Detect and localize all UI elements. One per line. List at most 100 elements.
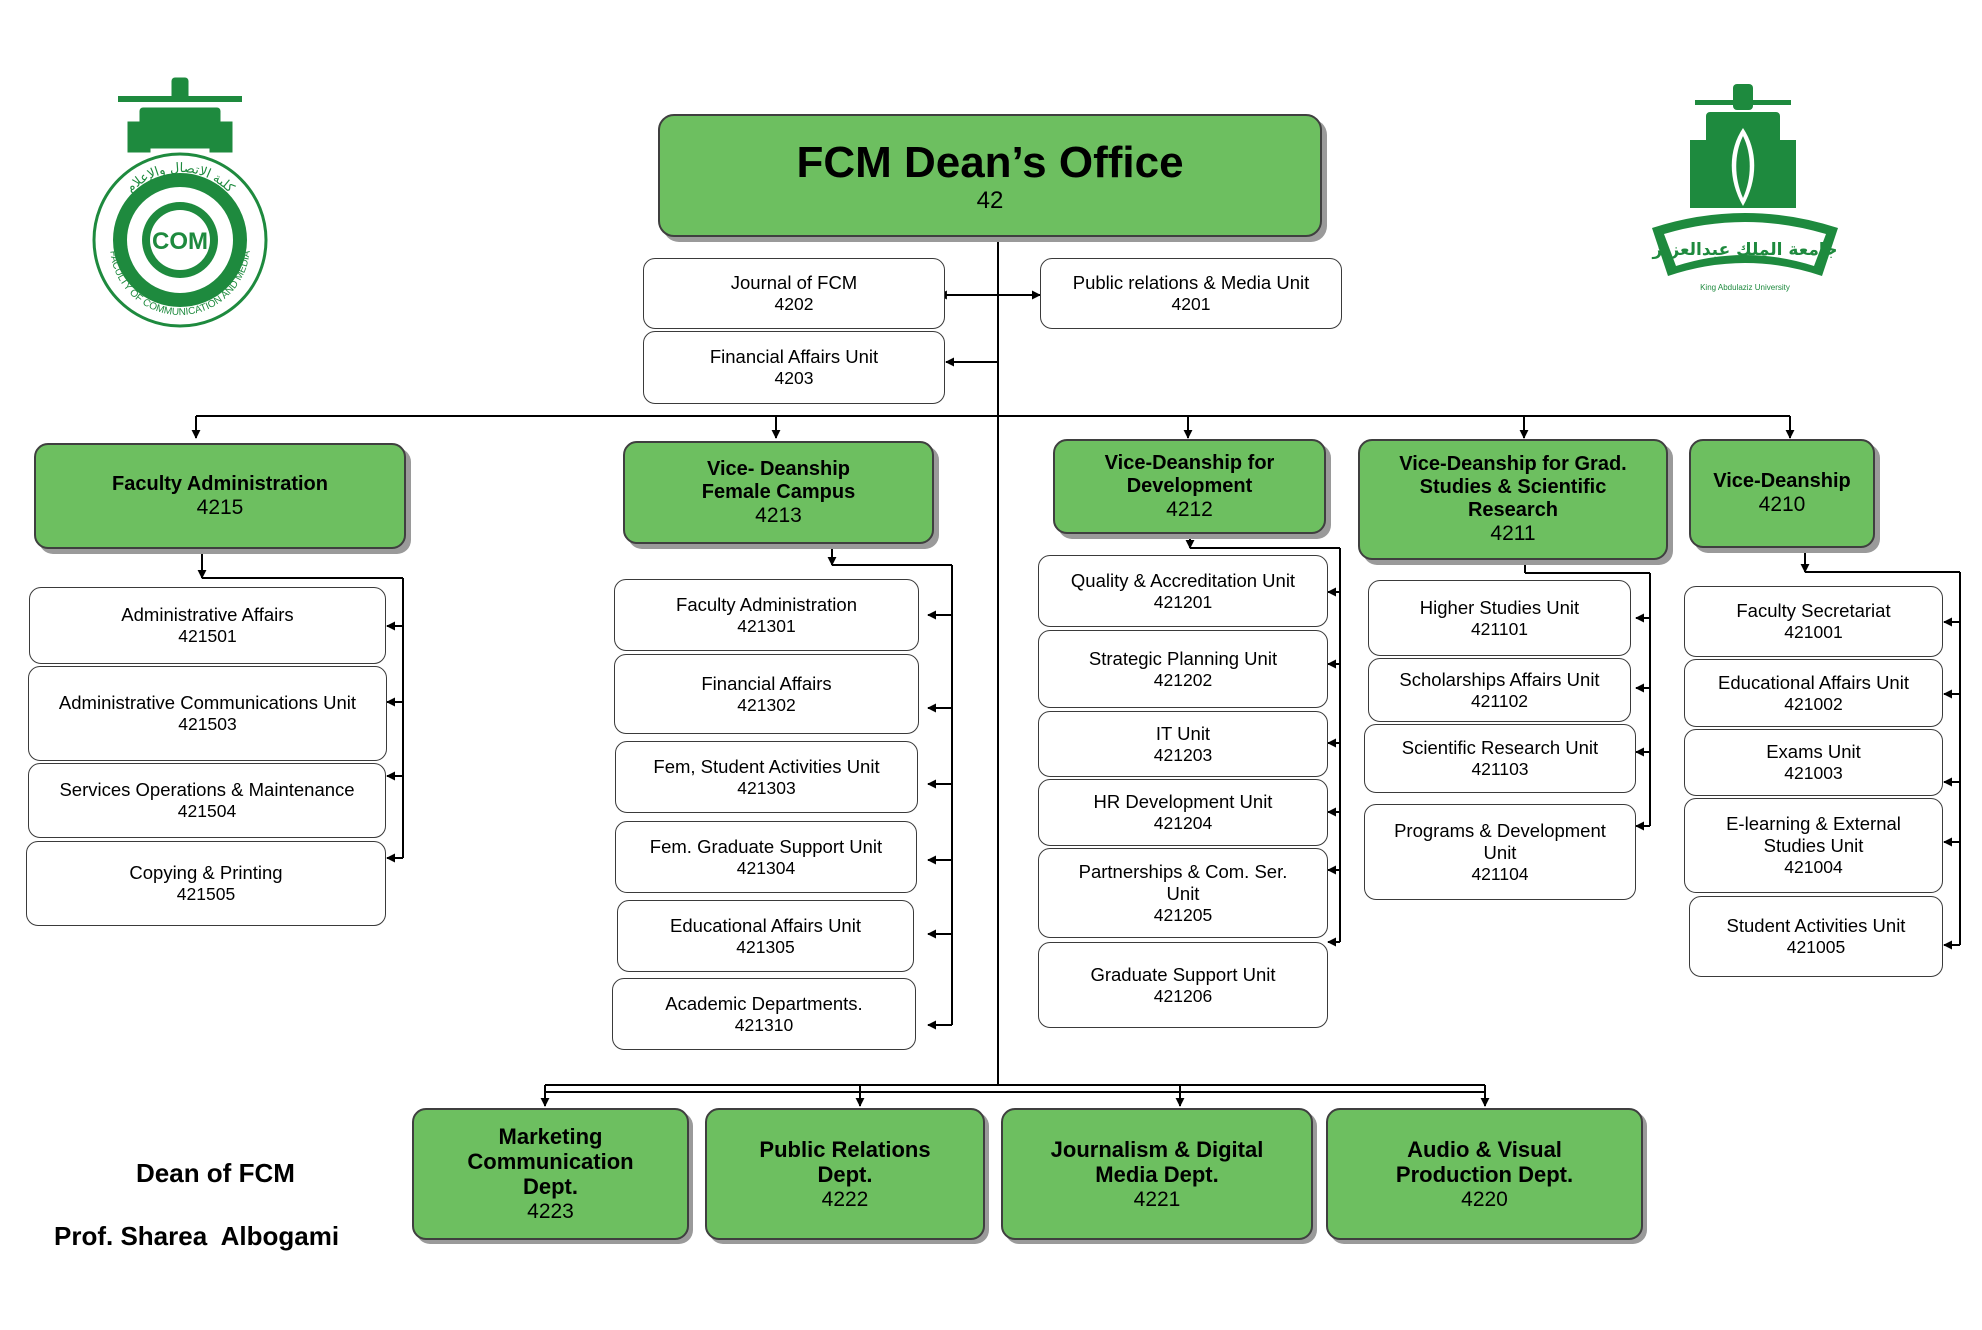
unit-code: 421203 [1153, 744, 1213, 765]
unit-box: Faculty Secretariat 421001 [1684, 586, 1943, 657]
journalism-digital-media-dept-box: Journalism & Digital Media Dept. 4221 [1001, 1108, 1313, 1240]
unit-code: 421103 [1471, 759, 1529, 779]
journal-unit-box: Journal of FCM 4202 [643, 258, 945, 329]
dean-role: Dean of FCM [136, 1158, 295, 1188]
unit-title: Academic Departments. [665, 992, 863, 1014]
unit-box: Fem, Student Activities Unit 421303 [615, 741, 918, 813]
unit-title: Administrative Affairs [121, 604, 294, 625]
marketing-communication-dept-box: Marketing Communication Dept. 4223 [412, 1108, 689, 1240]
unit-box: Scientific Research Unit 421103 [1364, 724, 1636, 793]
unit-title: Partnerships & Com. Ser. Unit [1078, 860, 1288, 904]
unit-title: Copying & Printing [129, 862, 283, 883]
dean-office-title: FCM Dean’s Office [796, 137, 1184, 187]
unit-title: Higher Studies Unit [1419, 596, 1580, 618]
unit-box: Strategic Planning Unit 421202 [1038, 630, 1328, 708]
unit-title: Exams Unit [1766, 741, 1861, 762]
unit-title: IT Unit [1155, 722, 1211, 744]
unit-box: Exams Unit 421003 [1684, 729, 1943, 796]
unit-title: Faculty Secretariat [1736, 600, 1891, 621]
unit-code: 421104 [1471, 863, 1529, 884]
unit-code: 421305 [736, 936, 795, 957]
branch-code: 4215 [196, 495, 244, 519]
unit-title: Financial Affairs [701, 672, 832, 694]
dept-code: 4223 [527, 1200, 574, 1223]
vice-deanship-female-campus-box: Vice- Deanship Female Campus 4213 [623, 441, 934, 544]
unit-code: 421504 [177, 801, 237, 821]
unit-box: Administrative Communications Unit 42150… [28, 666, 387, 761]
unit-code: 421002 [1784, 693, 1843, 714]
unit-box: Faculty Administration 421301 [614, 579, 919, 651]
unit-box: Quality & Accreditation Unit 421201 [1038, 555, 1328, 627]
branch-code: 4212 [1166, 497, 1213, 521]
unit-code: 421205 [1153, 904, 1213, 925]
public-relations-dept-box: Public Relations Dept. 4222 [705, 1108, 985, 1240]
unit-code: 421001 [1784, 622, 1843, 642]
unit-code: 4202 [774, 294, 814, 314]
unit-box: Educational Affairs Unit 421305 [617, 900, 914, 972]
kau-logo-arabic: جامعة الملك عبدالعزيز [1652, 240, 1838, 260]
dept-code: 4220 [1461, 1187, 1508, 1211]
unit-code: 421004 [1784, 857, 1843, 877]
unit-box: Academic Departments. 421310 [612, 978, 916, 1050]
dept-title: Audio & Visual Production Dept. [1395, 1136, 1574, 1187]
unit-title: Strategic Planning Unit [1088, 647, 1278, 669]
unit-title: Programs & Development Unit [1394, 819, 1606, 863]
unit-code: 421202 [1153, 669, 1213, 690]
unit-title: Financial Affairs Unit [709, 346, 879, 367]
vice-deanship-box: Vice-Deanship 4210 [1689, 439, 1875, 548]
unit-title: Graduate Support Unit [1090, 963, 1276, 985]
public-relations-media-unit-box: Public relations & Media Unit 4201 [1040, 258, 1342, 329]
unit-title: Educational Affairs Unit [1718, 671, 1909, 693]
unit-box: HR Development Unit 421204 [1038, 779, 1328, 846]
unit-code: 421206 [1153, 985, 1213, 1006]
unit-title: Administrative Communications Unit [58, 692, 357, 713]
unit-box: Student Activities Unit 421005 [1689, 896, 1943, 977]
unit-code: 4201 [1171, 294, 1211, 314]
unit-box: Financial Affairs 421302 [614, 654, 919, 734]
unit-code: 421310 [734, 1014, 794, 1035]
unit-code: 421204 [1153, 813, 1213, 833]
unit-code: 421301 [737, 615, 796, 636]
unit-code: 421505 [176, 884, 236, 904]
unit-box: Partnerships & Com. Ser. Unit 421205 [1038, 848, 1328, 938]
audio-visual-production-dept-box: Audio & Visual Production Dept. 4220 [1326, 1108, 1643, 1240]
unit-box: Higher Studies Unit 421101 [1368, 580, 1631, 656]
unit-box: Administrative Affairs 421501 [29, 587, 386, 664]
unit-code: 421501 [178, 626, 237, 646]
fcm-logo-mark: COM [152, 228, 208, 255]
unit-code: 421102 [1470, 690, 1529, 711]
kau-logo-icon: جامعة الملك عبدالعزيز King Abdulaziz Uni… [1652, 84, 1838, 292]
unit-code: 421003 [1784, 763, 1843, 783]
unit-box: Programs & Development Unit 421104 [1364, 804, 1636, 900]
unit-code: 421005 [1786, 937, 1846, 957]
dept-code: 4221 [1133, 1187, 1181, 1211]
unit-title: Fem. Graduate Support Unit [649, 835, 883, 857]
branch-code: 4213 [755, 503, 802, 527]
unit-title: HR Development Unit [1093, 791, 1273, 812]
unit-title: Faculty Administration [676, 593, 857, 615]
unit-box: Scholarships Affairs Unit 421102 [1368, 658, 1631, 722]
branch-title: Vice-Deanship for Development [1104, 451, 1275, 497]
dept-title: Marketing Communication Dept. [467, 1124, 634, 1199]
branch-title: Vice-Deanship [1713, 470, 1851, 492]
unit-box: E-learning & External Studies Unit 42100… [1684, 798, 1943, 893]
unit-title: Journal of FCM [730, 272, 858, 293]
dept-title: Public Relations Dept. [759, 1136, 931, 1187]
unit-code: 421201 [1153, 591, 1213, 612]
unit-box: Copying & Printing 421505 [26, 841, 386, 926]
unit-box: Services Operations & Maintenance 421504 [28, 763, 386, 838]
dean-office-code: 42 [976, 186, 1004, 214]
faculty-administration-box: Faculty Administration 4215 [34, 443, 406, 549]
unit-code: 421303 [737, 777, 796, 798]
dean-name: Prof. Sharea Albogami [54, 1221, 340, 1251]
unit-code: 421101 [1470, 618, 1529, 639]
dean-office-box: FCM Dean’s Office 42 [658, 114, 1322, 237]
kau-logo-english: King Abdulaziz University [1700, 283, 1790, 292]
unit-title: E-learning & External Studies Unit [1726, 813, 1901, 856]
unit-title: Services Operations & Maintenance [59, 779, 355, 800]
unit-box: Graduate Support Unit 421206 [1038, 942, 1328, 1028]
unit-code: 4203 [774, 368, 814, 388]
branch-code: 4210 [1758, 493, 1806, 516]
financial-affairs-unit-box: Financial Affairs Unit 4203 [643, 331, 945, 404]
